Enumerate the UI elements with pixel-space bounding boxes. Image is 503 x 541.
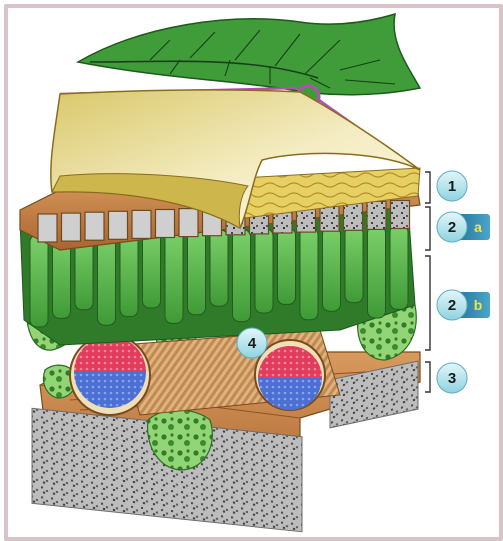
palisade-cell: [345, 227, 363, 303]
palisade-cell: [300, 228, 318, 320]
palisade-cell: [390, 225, 408, 309]
palisade-cell: [30, 235, 48, 327]
label-2a: 2 a: [437, 212, 490, 242]
label-2b: 2 b: [437, 290, 490, 320]
label-3: 3: [437, 363, 467, 393]
palisade-cell: [368, 226, 386, 318]
label-1-text: 1: [448, 178, 456, 195]
label-3-text: 3: [448, 370, 456, 387]
label-2b-number: 2: [448, 297, 456, 314]
epidermis-cell: [344, 202, 363, 230]
label-1: 1: [437, 171, 467, 201]
epidermis-cell: [109, 211, 128, 239]
label-4-text: 4: [248, 335, 257, 352]
epidermis-cell: [367, 201, 386, 229]
palisade-cell: [278, 228, 296, 304]
epidermis-cell: [179, 209, 198, 237]
label-2a-number: 2: [448, 219, 456, 236]
palisade-cell: [255, 229, 273, 313]
palisade-cell: [188, 231, 206, 315]
palisade-cell: [210, 230, 228, 306]
leaf-illustration: [78, 14, 420, 95]
palisade-cell: [143, 232, 161, 308]
label-4: 4: [237, 328, 267, 358]
epidermis-cell: [62, 213, 81, 241]
label-2b-letter: b: [474, 297, 483, 313]
epidermis-cell: [132, 210, 151, 238]
palisade-cell: [323, 227, 341, 311]
palisade-cell: [165, 231, 183, 323]
palisade-cell: [120, 233, 138, 317]
epidermis-cell: [38, 214, 57, 242]
epidermis-cell: [391, 201, 410, 229]
epidermis-cell: [156, 210, 175, 238]
palisade-cell: [98, 233, 116, 325]
palisade-cell: [233, 230, 251, 322]
epidermis-cell: [85, 212, 104, 240]
layer-brackets: [425, 172, 430, 392]
label-2a-letter: a: [474, 219, 482, 235]
